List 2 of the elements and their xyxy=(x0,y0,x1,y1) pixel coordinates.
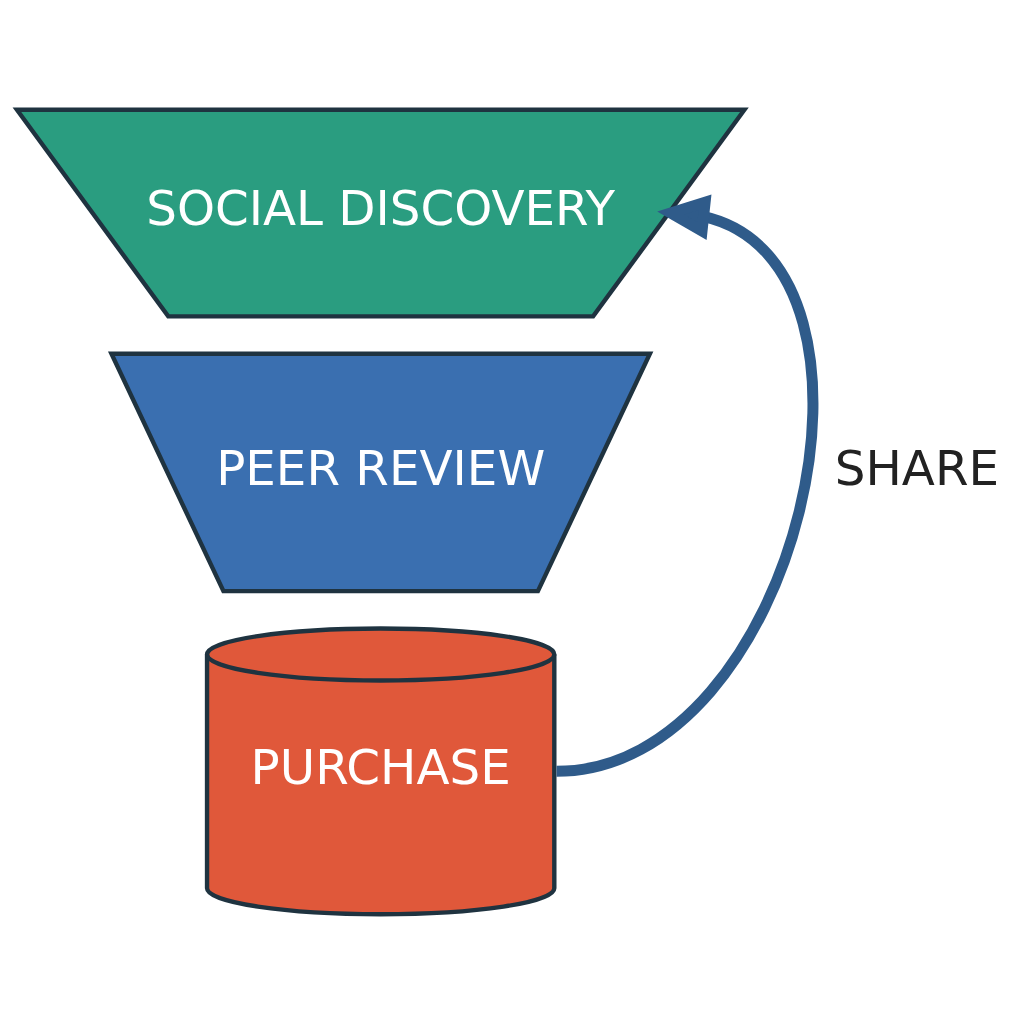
edge-label: SHARE xyxy=(834,439,1000,496)
arrow xyxy=(555,194,818,777)
